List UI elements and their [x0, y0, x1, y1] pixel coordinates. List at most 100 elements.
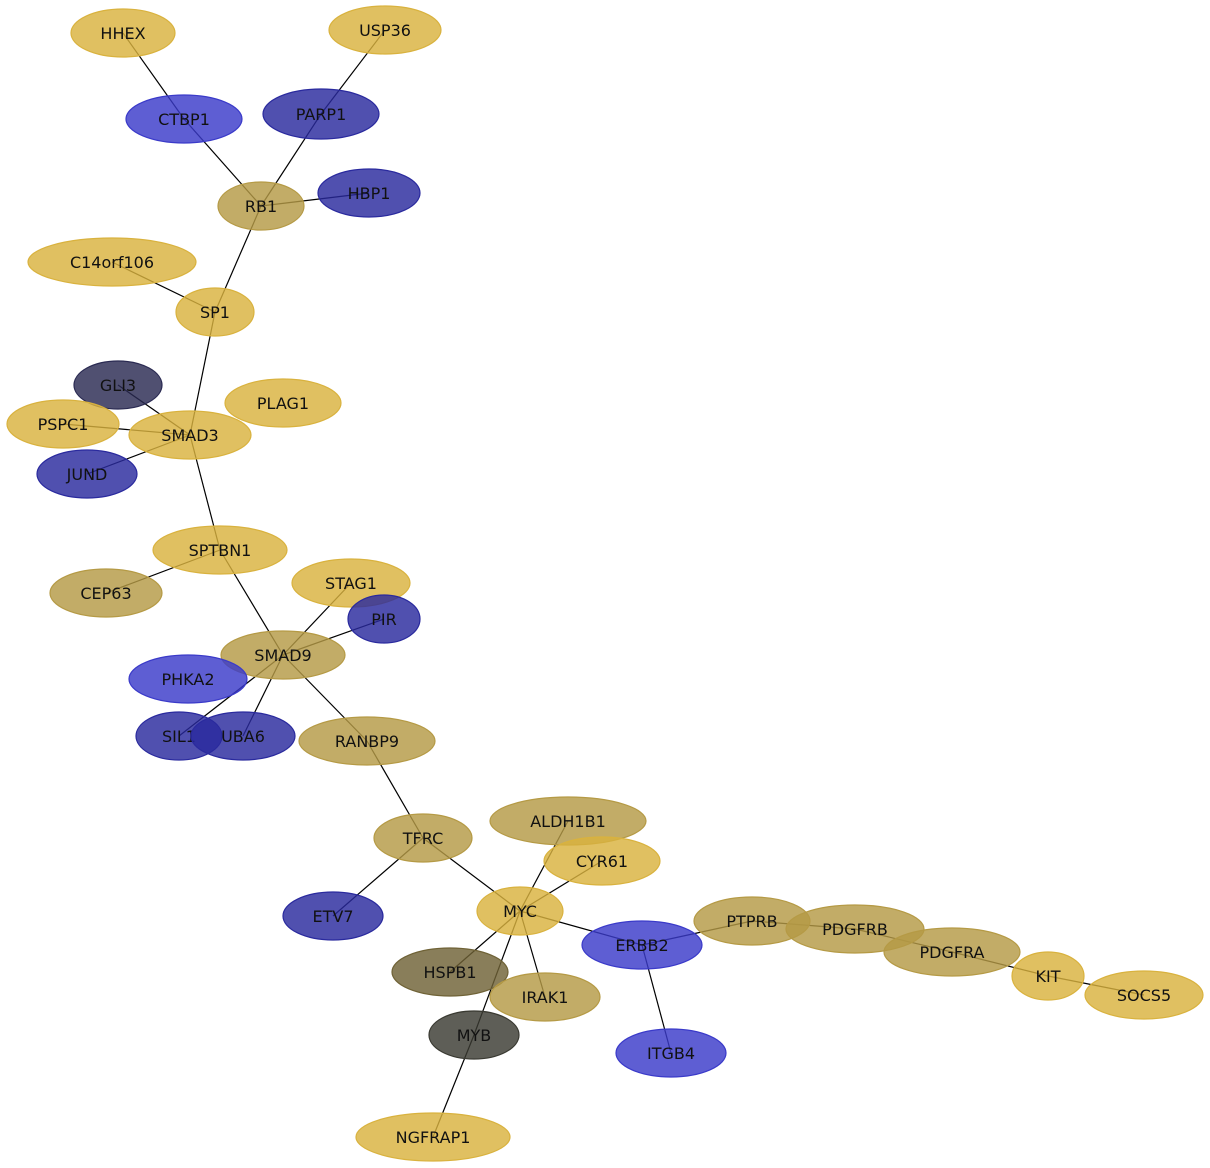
node-shape-pdgfrb: [785, 904, 925, 954]
node-smad3[interactable]: SMAD3: [128, 410, 252, 460]
node-label-etv7: ETV7: [312, 907, 353, 926]
node-label-ranbp9: RANBP9: [335, 732, 399, 751]
node-shape-hbp1: [317, 168, 421, 218]
node-pdgfrb[interactable]: PDGFRB: [785, 904, 925, 954]
node-label-sp1: SP1: [200, 303, 230, 322]
node-myc[interactable]: MYC: [476, 886, 564, 936]
node-shape-uba6: [190, 711, 296, 761]
node-shape-smad9: [220, 630, 346, 680]
node-aldh1b1[interactable]: ALDH1B1: [489, 796, 647, 846]
node-shape-sp1: [175, 287, 255, 337]
node-shape-kit: [1011, 951, 1085, 1001]
node-ctbp1[interactable]: CTBP1: [125, 94, 243, 144]
node-shape-usp36: [328, 5, 442, 55]
node-label-myb: MYB: [457, 1026, 492, 1045]
node-socs5[interactable]: SOCS5: [1084, 970, 1204, 1020]
node-label-c14orf106: C14orf106: [70, 253, 154, 272]
node-myb[interactable]: MYB: [428, 1010, 520, 1060]
node-itgb4[interactable]: ITGB4: [615, 1028, 727, 1078]
node-shape-hspb1: [391, 947, 509, 997]
node-rb1[interactable]: RB1: [217, 181, 305, 231]
node-usp36[interactable]: USP36: [328, 5, 442, 55]
node-shape-etv7: [282, 891, 384, 941]
node-shape-myb: [428, 1010, 520, 1060]
node-label-tfrc: TFRC: [402, 829, 443, 848]
node-shape-cyr61: [543, 836, 661, 886]
node-uba6[interactable]: UBA6: [190, 711, 296, 761]
node-shape-myc: [476, 886, 564, 936]
node-kit[interactable]: KIT: [1011, 951, 1085, 1001]
node-erbb2[interactable]: ERBB2: [581, 920, 703, 970]
node-smad9[interactable]: SMAD9: [220, 630, 346, 680]
node-shape-jund: [36, 449, 138, 499]
node-shape-socs5: [1084, 970, 1204, 1020]
node-tfrc[interactable]: TFRC: [373, 813, 473, 863]
node-label-parp1: PARP1: [296, 105, 347, 124]
node-ranbp9[interactable]: RANBP9: [298, 716, 436, 766]
node-shape-ctbp1: [125, 94, 243, 144]
node-ngfrap1[interactable]: NGFRAP1: [355, 1112, 511, 1162]
node-label-socs5: SOCS5: [1117, 986, 1171, 1005]
node-shape-itgb4: [615, 1028, 727, 1078]
node-label-phka2: PHKA2: [161, 670, 214, 689]
node-label-pdgfra: PDGFRA: [920, 943, 985, 962]
node-label-cyr61: CYR61: [576, 852, 628, 871]
node-shape-rb1: [217, 181, 305, 231]
node-shape-erbb2: [581, 920, 703, 970]
node-hhex[interactable]: HHEX: [70, 8, 176, 58]
node-shape-ngfrap1: [355, 1112, 511, 1162]
node-shape-cep63: [49, 568, 163, 618]
node-sp1[interactable]: SP1: [175, 287, 255, 337]
node-jund[interactable]: JUND: [36, 449, 138, 499]
node-irak1[interactable]: IRAK1: [489, 972, 601, 1022]
node-shape-ranbp9: [298, 716, 436, 766]
node-cyr61[interactable]: CYR61: [543, 836, 661, 886]
node-c14orf106[interactable]: C14orf106: [27, 237, 197, 287]
node-label-myc: MYC: [503, 902, 537, 921]
node-shape-c14orf106: [27, 237, 197, 287]
node-gli3[interactable]: GLI3: [73, 360, 163, 410]
node-label-ctbp1: CTBP1: [158, 110, 210, 129]
node-shape-parp1: [262, 88, 380, 140]
node-plag1[interactable]: PLAG1: [224, 378, 342, 428]
node-shape-pir: [347, 594, 421, 644]
node-shape-irak1: [489, 972, 601, 1022]
node-shape-hhex: [70, 8, 176, 58]
node-label-cep63: CEP63: [80, 584, 131, 603]
node-label-irak1: IRAK1: [522, 988, 569, 1007]
node-label-smad9: SMAD9: [254, 646, 311, 665]
node-pspc1[interactable]: PSPC1: [6, 399, 120, 449]
node-sptbn1[interactable]: SPTBN1: [152, 525, 288, 575]
node-phka2[interactable]: PHKA2: [128, 654, 248, 704]
node-label-pspc1: PSPC1: [38, 415, 89, 434]
node-parp1[interactable]: PARP1: [262, 88, 380, 140]
node-label-gli3: GLI3: [100, 376, 136, 395]
node-label-pir: PIR: [371, 610, 396, 629]
node-shape-plag1: [224, 378, 342, 428]
node-label-sptbn1: SPTBN1: [189, 541, 252, 560]
node-label-ptprb: PTPRB: [726, 912, 777, 931]
node-hbp1[interactable]: HBP1: [317, 168, 421, 218]
node-label-pdgfrb: PDGFRB: [822, 920, 888, 939]
node-label-rb1: RB1: [245, 197, 277, 216]
node-label-stag1: STAG1: [325, 574, 377, 593]
node-cep63[interactable]: CEP63: [49, 568, 163, 618]
node-shape-pdgfra: [883, 927, 1021, 977]
node-label-kit: KIT: [1036, 967, 1061, 986]
node-label-plag1: PLAG1: [257, 394, 309, 413]
node-etv7[interactable]: ETV7: [282, 891, 384, 941]
node-pdgfra[interactable]: PDGFRA: [883, 927, 1021, 977]
node-label-usp36: USP36: [359, 21, 411, 40]
node-label-jund: JUND: [66, 465, 108, 484]
node-label-erbb2: ERBB2: [615, 936, 668, 955]
node-pir[interactable]: PIR: [347, 594, 421, 644]
node-label-hbp1: HBP1: [348, 184, 391, 203]
node-label-uba6: UBA6: [221, 727, 265, 746]
node-shape-phka2: [128, 654, 248, 704]
node-shape-gli3: [73, 360, 163, 410]
node-label-hhex: HHEX: [100, 24, 145, 43]
node-label-aldh1b1: ALDH1B1: [530, 812, 606, 831]
node-shape-pspc1: [6, 399, 120, 449]
node-hspb1[interactable]: HSPB1: [391, 947, 509, 997]
